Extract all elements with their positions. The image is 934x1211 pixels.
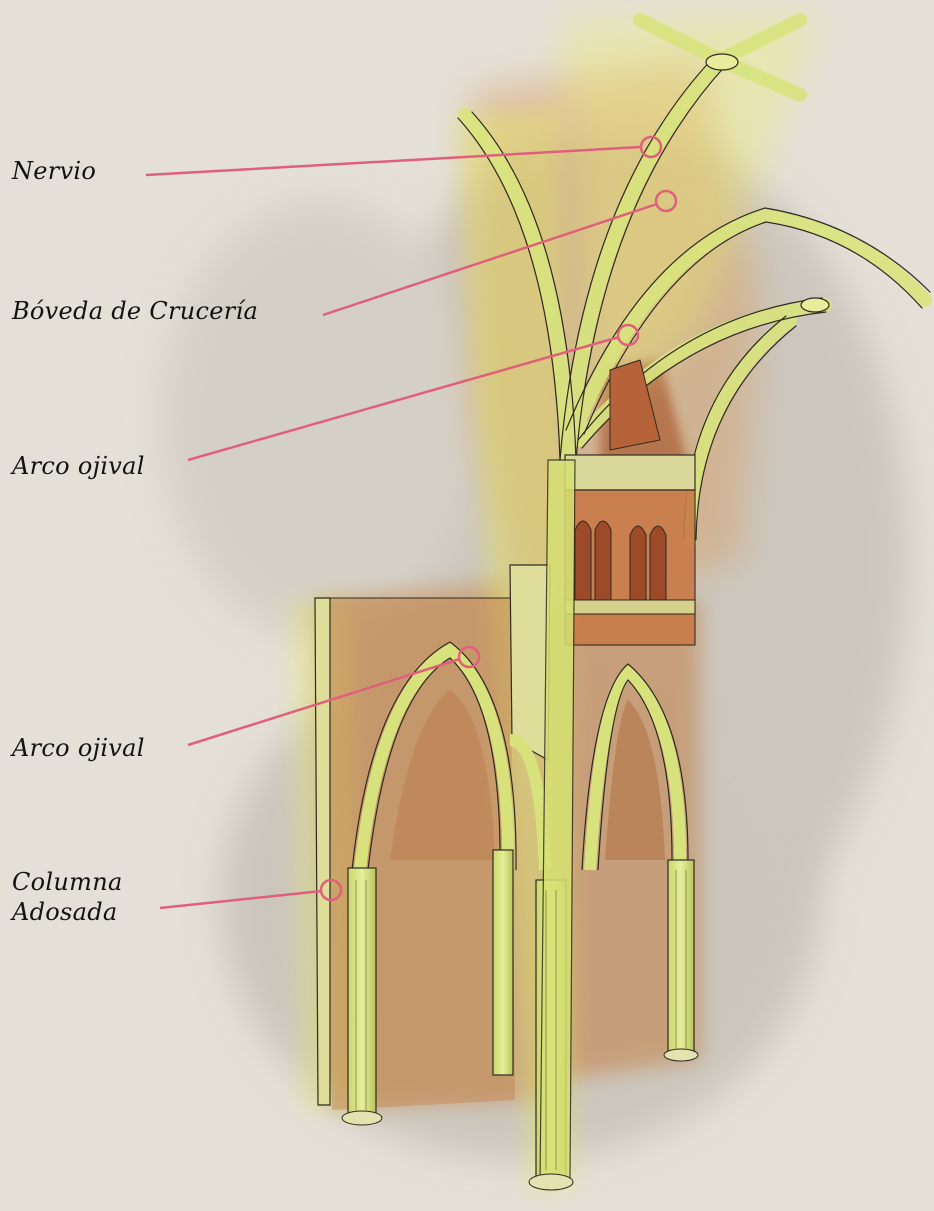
label-columna-line-2: Adosada [12,897,123,927]
label-columna-line-1: Columna [12,867,123,897]
label-arco-ojival-superior: Arco ojival [12,451,145,481]
label-nervio: Nervio [12,156,96,186]
label-columna-adosada: Columna Adosada [12,867,123,927]
label-arco-ojival-inferior: Arco ojival [12,733,145,763]
label-boveda-de-cruceria: Bóveda de Crucería [12,296,258,326]
